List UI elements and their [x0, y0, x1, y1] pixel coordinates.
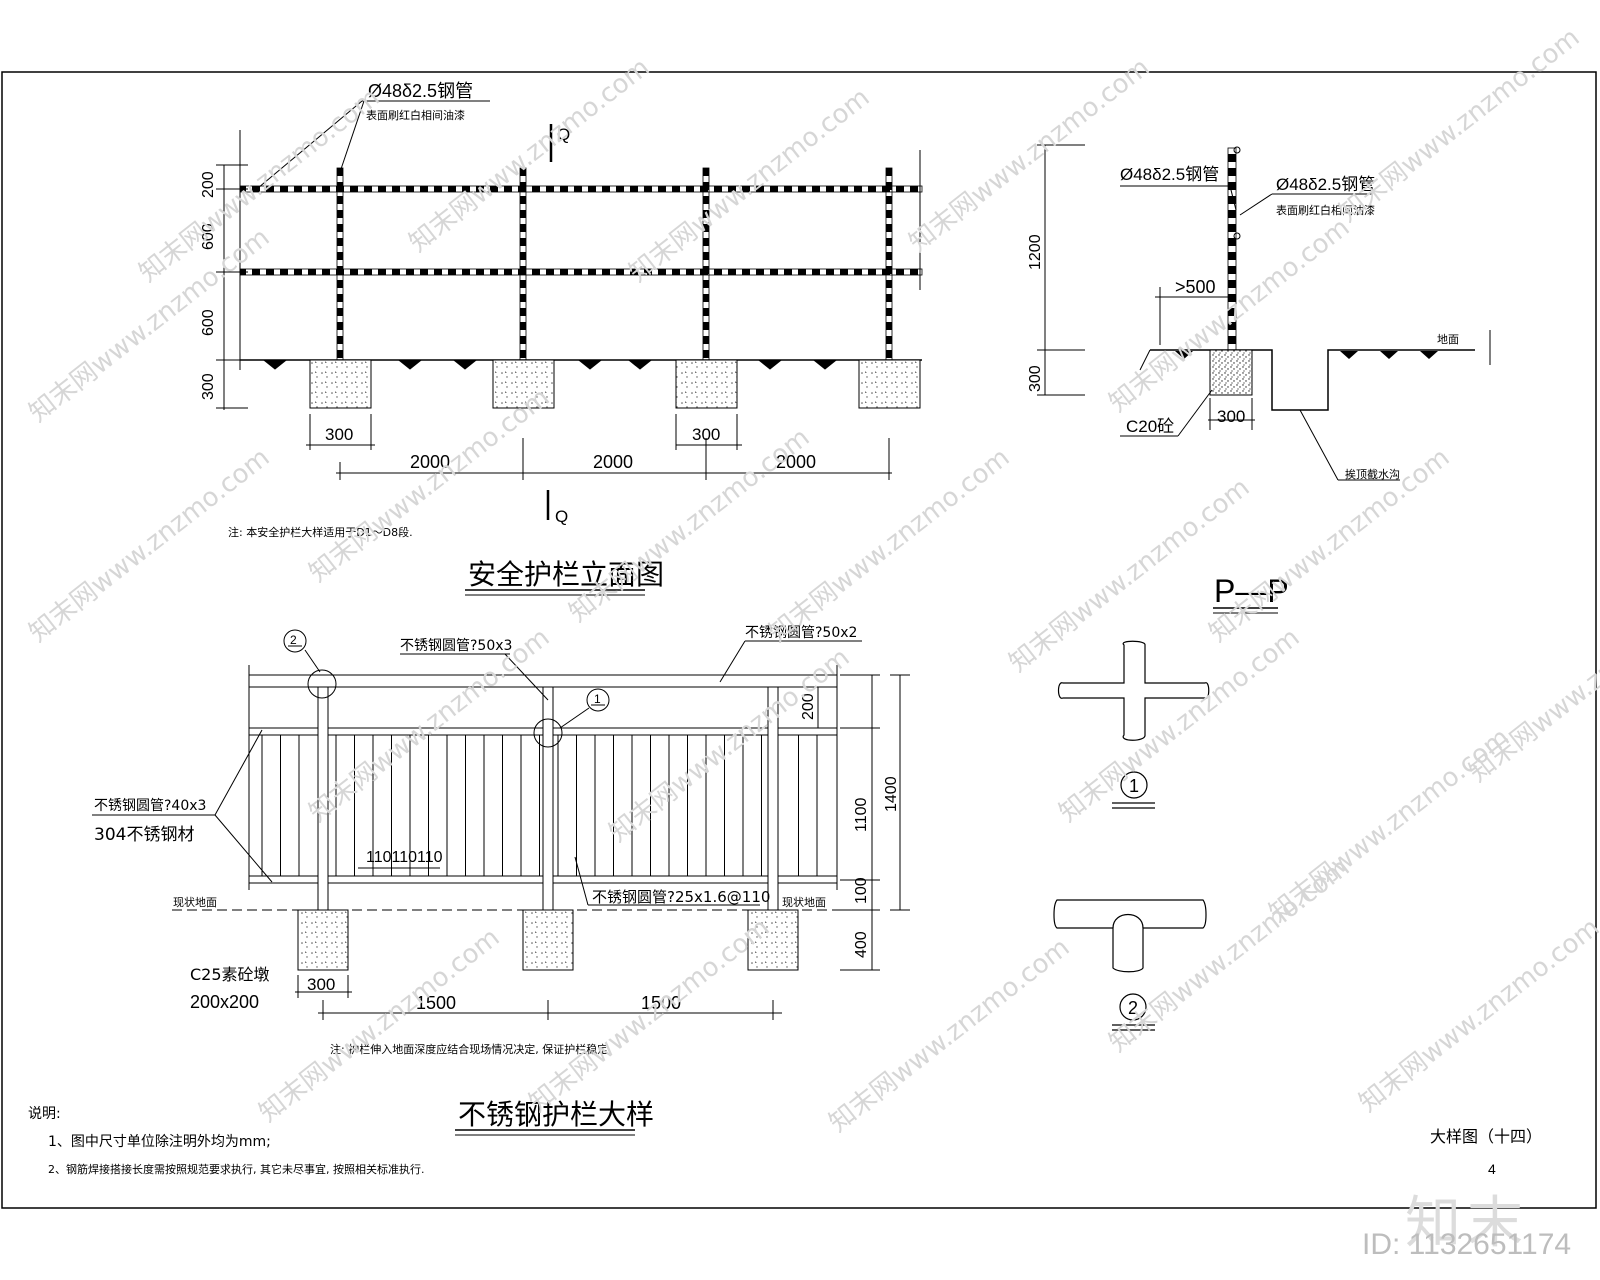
elevation-span-3: 2000 [776, 452, 816, 472]
stainless-span-1: 1500 [416, 993, 456, 1013]
section-pipe-spec-1: Ø48δ2.5钢管 [1120, 165, 1219, 184]
stainless-dim-400: 400 [853, 931, 870, 958]
elevation-span-1: 2000 [410, 452, 450, 472]
elevation-paint-note: 表面刷红白相间油漆 [366, 108, 465, 122]
elevation-note: 注: 本安全护栏大样适用于D1～D8段. [228, 525, 413, 539]
stainless-title: 不锈钢护栏大样 [458, 1098, 654, 1131]
section-ditch: 挨顶截水沟 [1345, 467, 1400, 481]
brand-logo: 知末 [1405, 1191, 1529, 1256]
section-ground: 地面 [1437, 333, 1459, 346]
stainless-note: 注: 护栏伸入地面深度应结合现场情况决定, 保证护栏稳定. [330, 1042, 612, 1056]
stainless-dim-200: 200 [800, 693, 817, 720]
section-drawing: Ø48δ2.5钢管 Ø48δ2.5钢管 表面刷红白相间油漆 1200 300 >… [1027, 144, 1491, 614]
stainless-dim-1400: 1400 [883, 776, 900, 812]
stainless-dim-100: 100 [853, 877, 870, 904]
elevation-drawing: Ø48δ2.5钢管 表面刷红白相间油漆 Q Q 200 600 600 300 … [200, 81, 923, 596]
section-concrete: C20砼 [1126, 417, 1174, 436]
notes-heading: 说明: [28, 1106, 61, 1122]
elevation-pipe-spec: Ø48δ2.5钢管 [368, 81, 473, 101]
stainless-footing-dim: 300 [307, 975, 335, 994]
ground-right-label: 现状地面 [782, 895, 826, 909]
section-title: P—P [1214, 573, 1289, 609]
sheet-border [1, 71, 1597, 1209]
sheet-page: 4 [1488, 1161, 1496, 1177]
section-dim-300: 300 [1027, 365, 1044, 392]
stainless-baluster-spacing: 110110110 [366, 849, 443, 866]
notes-item-2: 2、钢筋焊接搭接长度需按照规范要求执行, 其它未尽事宜, 按照相关标准执行. [48, 1162, 424, 1176]
section-dim-offset: >500 [1175, 277, 1216, 297]
baluster-group [261, 735, 818, 876]
stainless-top-rail-label: 不锈钢圆管?50x2 [745, 625, 857, 641]
stainless-dim-1100: 1100 [853, 797, 870, 832]
detail-2 [1053, 899, 1207, 1031]
stainless-drawing: 2 1 不锈钢圆管?50x3 不锈钢圆管?50x2 不锈钢圆管?40x3 304… [92, 625, 910, 1136]
sheet-title: 大样图（十四） [1430, 1127, 1542, 1146]
stainless-rail-label: 不锈钢圆管?40x3 [94, 798, 206, 814]
detail-1-label: 1 [1129, 776, 1139, 796]
elevation-footing-dim-2: 300 [692, 425, 720, 444]
footing-size-label: 200x200 [190, 992, 259, 1012]
section-dim-1200: 1200 [1027, 234, 1044, 270]
section-mark-top: Q [557, 125, 570, 144]
image-id: ID: 1132651174 [1362, 1228, 1572, 1261]
section-mark-bottom: Q [555, 507, 568, 526]
detail-2-label: 2 [1128, 998, 1138, 1018]
callout-1-label: 1 [594, 692, 601, 706]
elevation-dim-300: 300 [200, 373, 217, 400]
elevation-dim-600b: 600 [200, 309, 217, 336]
footing-label: C25素砼墩 [190, 965, 270, 984]
elevation-title: 安全护栏立面图 [468, 558, 664, 591]
elevation-dim-200: 200 [200, 171, 217, 198]
ground-left-label: 现状地面 [173, 895, 217, 909]
stainless-material-label: 304不锈钢材 [94, 825, 194, 845]
elevation-span-2: 2000 [593, 452, 633, 472]
notes-item-1: 1、图中尺寸单位除注明外均为mm; [48, 1134, 271, 1150]
callout-2-label: 2 [290, 633, 297, 647]
elevation-footing-dim: 300 [325, 425, 353, 444]
detail-1 [1057, 640, 1210, 809]
stainless-post-label: 不锈钢圆管?50x3 [400, 638, 512, 654]
stainless-span-2: 1500 [641, 993, 681, 1013]
stainless-baluster-label: 不锈钢圆管?25x1.6@110 [592, 888, 770, 906]
section-pipe-spec-2: Ø48δ2.5钢管 [1276, 175, 1375, 194]
elevation-dim-600a: 600 [200, 223, 217, 250]
section-footing-dim: 300 [1217, 407, 1245, 426]
section-paint-note: 表面刷红白相间油漆 [1276, 203, 1375, 217]
